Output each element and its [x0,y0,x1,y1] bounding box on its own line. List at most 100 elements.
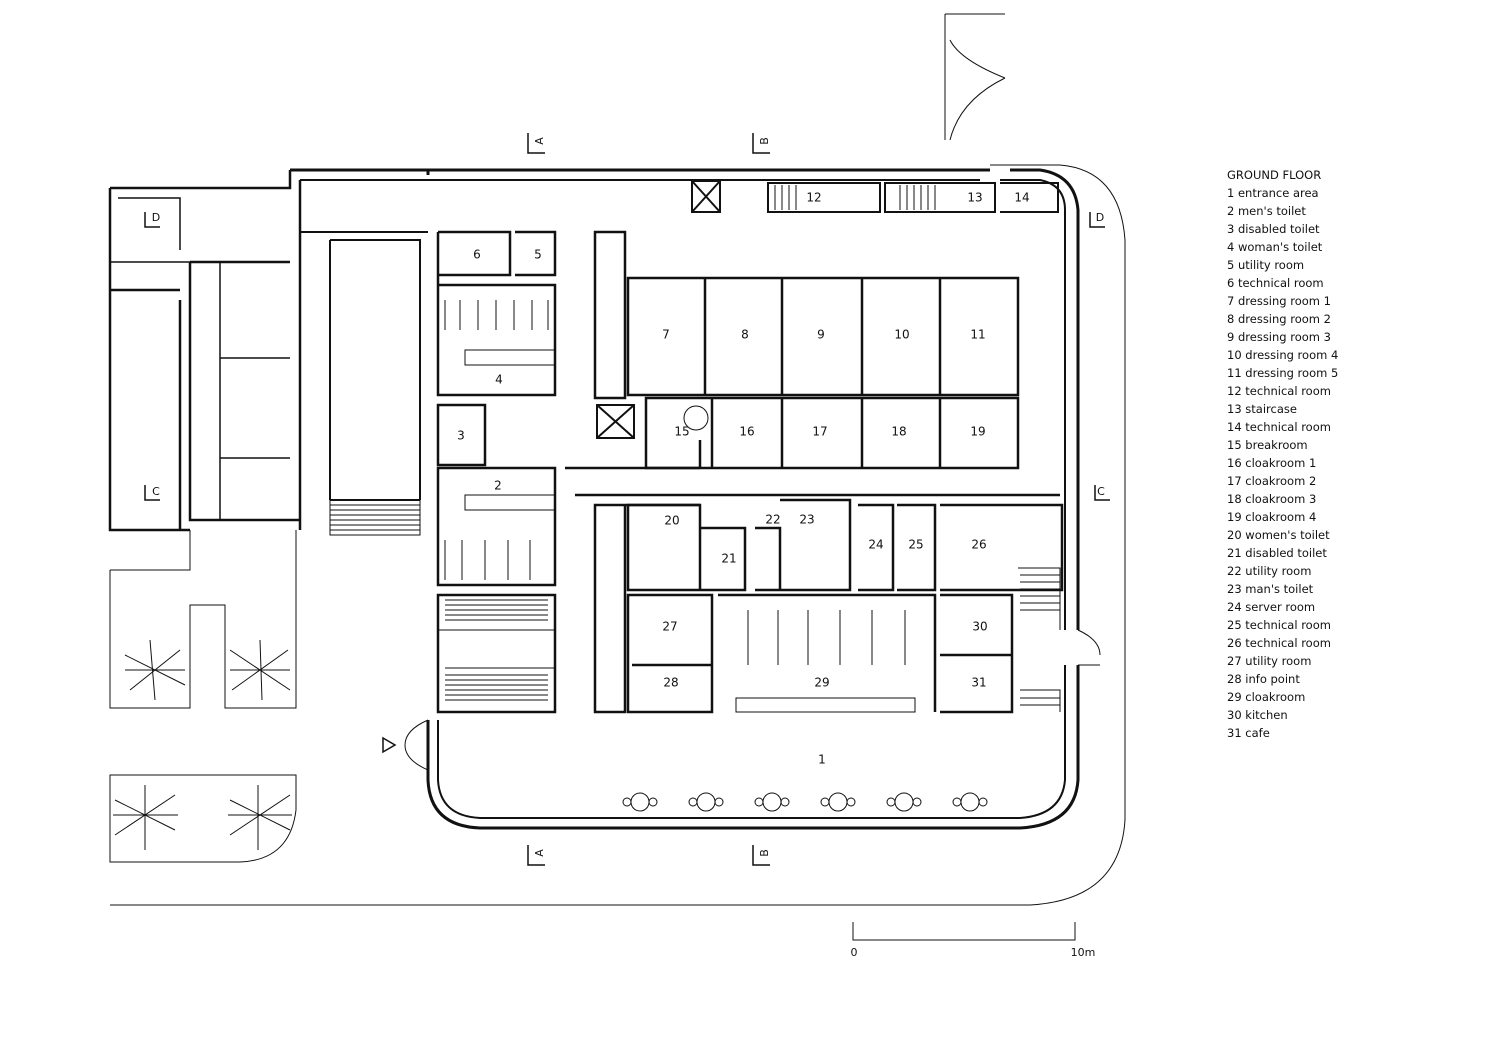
toilet-block-walls [436,230,557,714]
legend-item: 18 cloakroom 3 [1227,492,1317,506]
legend-item: 1 entrance area [1227,186,1319,200]
section-label-a-bottom: A [533,849,546,857]
section-mark-d-right [1089,212,1105,228]
legend-item: 21 disabled toilet [1227,546,1327,560]
right-stairs [1018,567,1061,712]
room-13: 13 [967,191,982,205]
legend-item: 25 technical room [1227,618,1331,632]
corridor-walls [565,230,1060,714]
legend-item: 27 utility room [1227,654,1312,668]
section-mark-c-right [1094,485,1110,501]
lift-middle [596,404,635,439]
tree-2 [229,639,291,701]
room-6: 6 [473,248,481,262]
entrance-door [404,719,429,771]
room-12: 12 [806,191,821,205]
legend-item: 9 dressing room 3 [1227,330,1331,344]
legend-item: 19 cloakroom 4 [1227,510,1317,524]
entrance-canopy-arcs [945,13,1006,141]
legend-item: 31 cafe [1227,726,1270,740]
section-mark-a-top [527,133,545,154]
left-annex-rooms [110,197,290,520]
section-mark-b-bottom [752,845,770,866]
room-4: 4 [495,373,503,387]
legend-item: 17 cloakroom 2 [1227,474,1317,488]
legend-item: 20 women's toilet [1227,528,1330,542]
legend-item: 6 technical room [1227,276,1324,290]
cafe-tables [622,792,988,812]
lower-left-terrace [109,530,297,863]
room-30: 30 [972,620,987,634]
left-annex-wall [108,170,302,532]
legend-item: 14 technical room [1227,420,1331,434]
section-mark-a-bottom [527,845,545,866]
room-20: 20 [664,514,679,528]
legend-item: 30 kitchen [1227,708,1288,722]
section-mark-d-left [144,212,160,228]
legend-item: 10 dressing room 4 [1227,348,1339,362]
lift-top [691,180,721,213]
room-3: 3 [457,429,465,443]
legend-item: 8 dressing room 2 [1227,312,1331,326]
scale-bar-end: 10m [1071,946,1096,959]
section-label-a-top: A [533,137,546,145]
entrance-arrow [382,736,397,754]
room-19: 19 [970,425,985,439]
stair-treads [329,500,421,536]
room-15: 15 [674,425,689,439]
scale-bar [852,922,1076,941]
legend-item: 16 cloakroom 1 [1227,456,1317,470]
section-label-b-top: B [758,137,771,145]
room-26: 26 [971,538,986,552]
dressing-rooms-walls [626,276,1020,397]
top-stairs [767,182,1059,213]
legend-item: 15 breakroom [1227,438,1308,452]
section-label-b-bottom: B [758,849,771,857]
section-label-c-left: C [152,485,160,498]
room-22: 22 [765,513,780,527]
stair-well [300,231,428,501]
room-25: 25 [908,538,923,552]
legend-item: 26 technical room [1227,636,1331,650]
section-mark-c-left [144,485,160,501]
coat-racks [735,610,916,713]
room-1: 1 [818,753,826,767]
legend-item: 23 man's toilet [1227,582,1314,596]
room-11: 11 [970,328,985,342]
legend-item: 7 dressing room 1 [1227,294,1331,308]
legend-item: 28 info point [1227,672,1300,686]
room-24: 24 [868,538,883,552]
room-14: 14 [1014,191,1029,205]
legend-title: GROUND FLOOR [1227,168,1322,182]
room-9: 9 [817,328,825,342]
tree-4 [228,785,292,850]
scale-bar-start: 0 [851,946,858,959]
room-28: 28 [663,676,678,690]
tree-1 [124,639,186,701]
legend-item: 4 woman's toilet [1227,240,1323,254]
room-18: 18 [891,425,906,439]
section-label-d-right: D [1096,211,1104,224]
room-2: 2 [494,479,502,493]
site-boundary [110,13,1126,906]
top-stair-treads [774,185,936,210]
room-8: 8 [741,328,749,342]
stalls-2 [444,494,556,580]
room-5: 5 [534,248,542,262]
tree-3 [113,785,178,850]
room-16: 16 [739,425,754,439]
legend-item: 12 technical room [1227,384,1331,398]
room-17: 17 [812,425,827,439]
service-rooms-walls [626,498,1064,592]
legend-item: 3 disabled toilet [1227,222,1320,236]
room-31: 31 [971,676,986,690]
stalls-4 [444,300,556,366]
lower-rooms-walls [626,593,1014,714]
legend-item: 24 server room [1227,600,1316,614]
section-label-c-right: C [1097,485,1105,498]
legend-item: 11 dressing room 5 [1227,366,1339,380]
section-mark-b-top [752,133,770,154]
